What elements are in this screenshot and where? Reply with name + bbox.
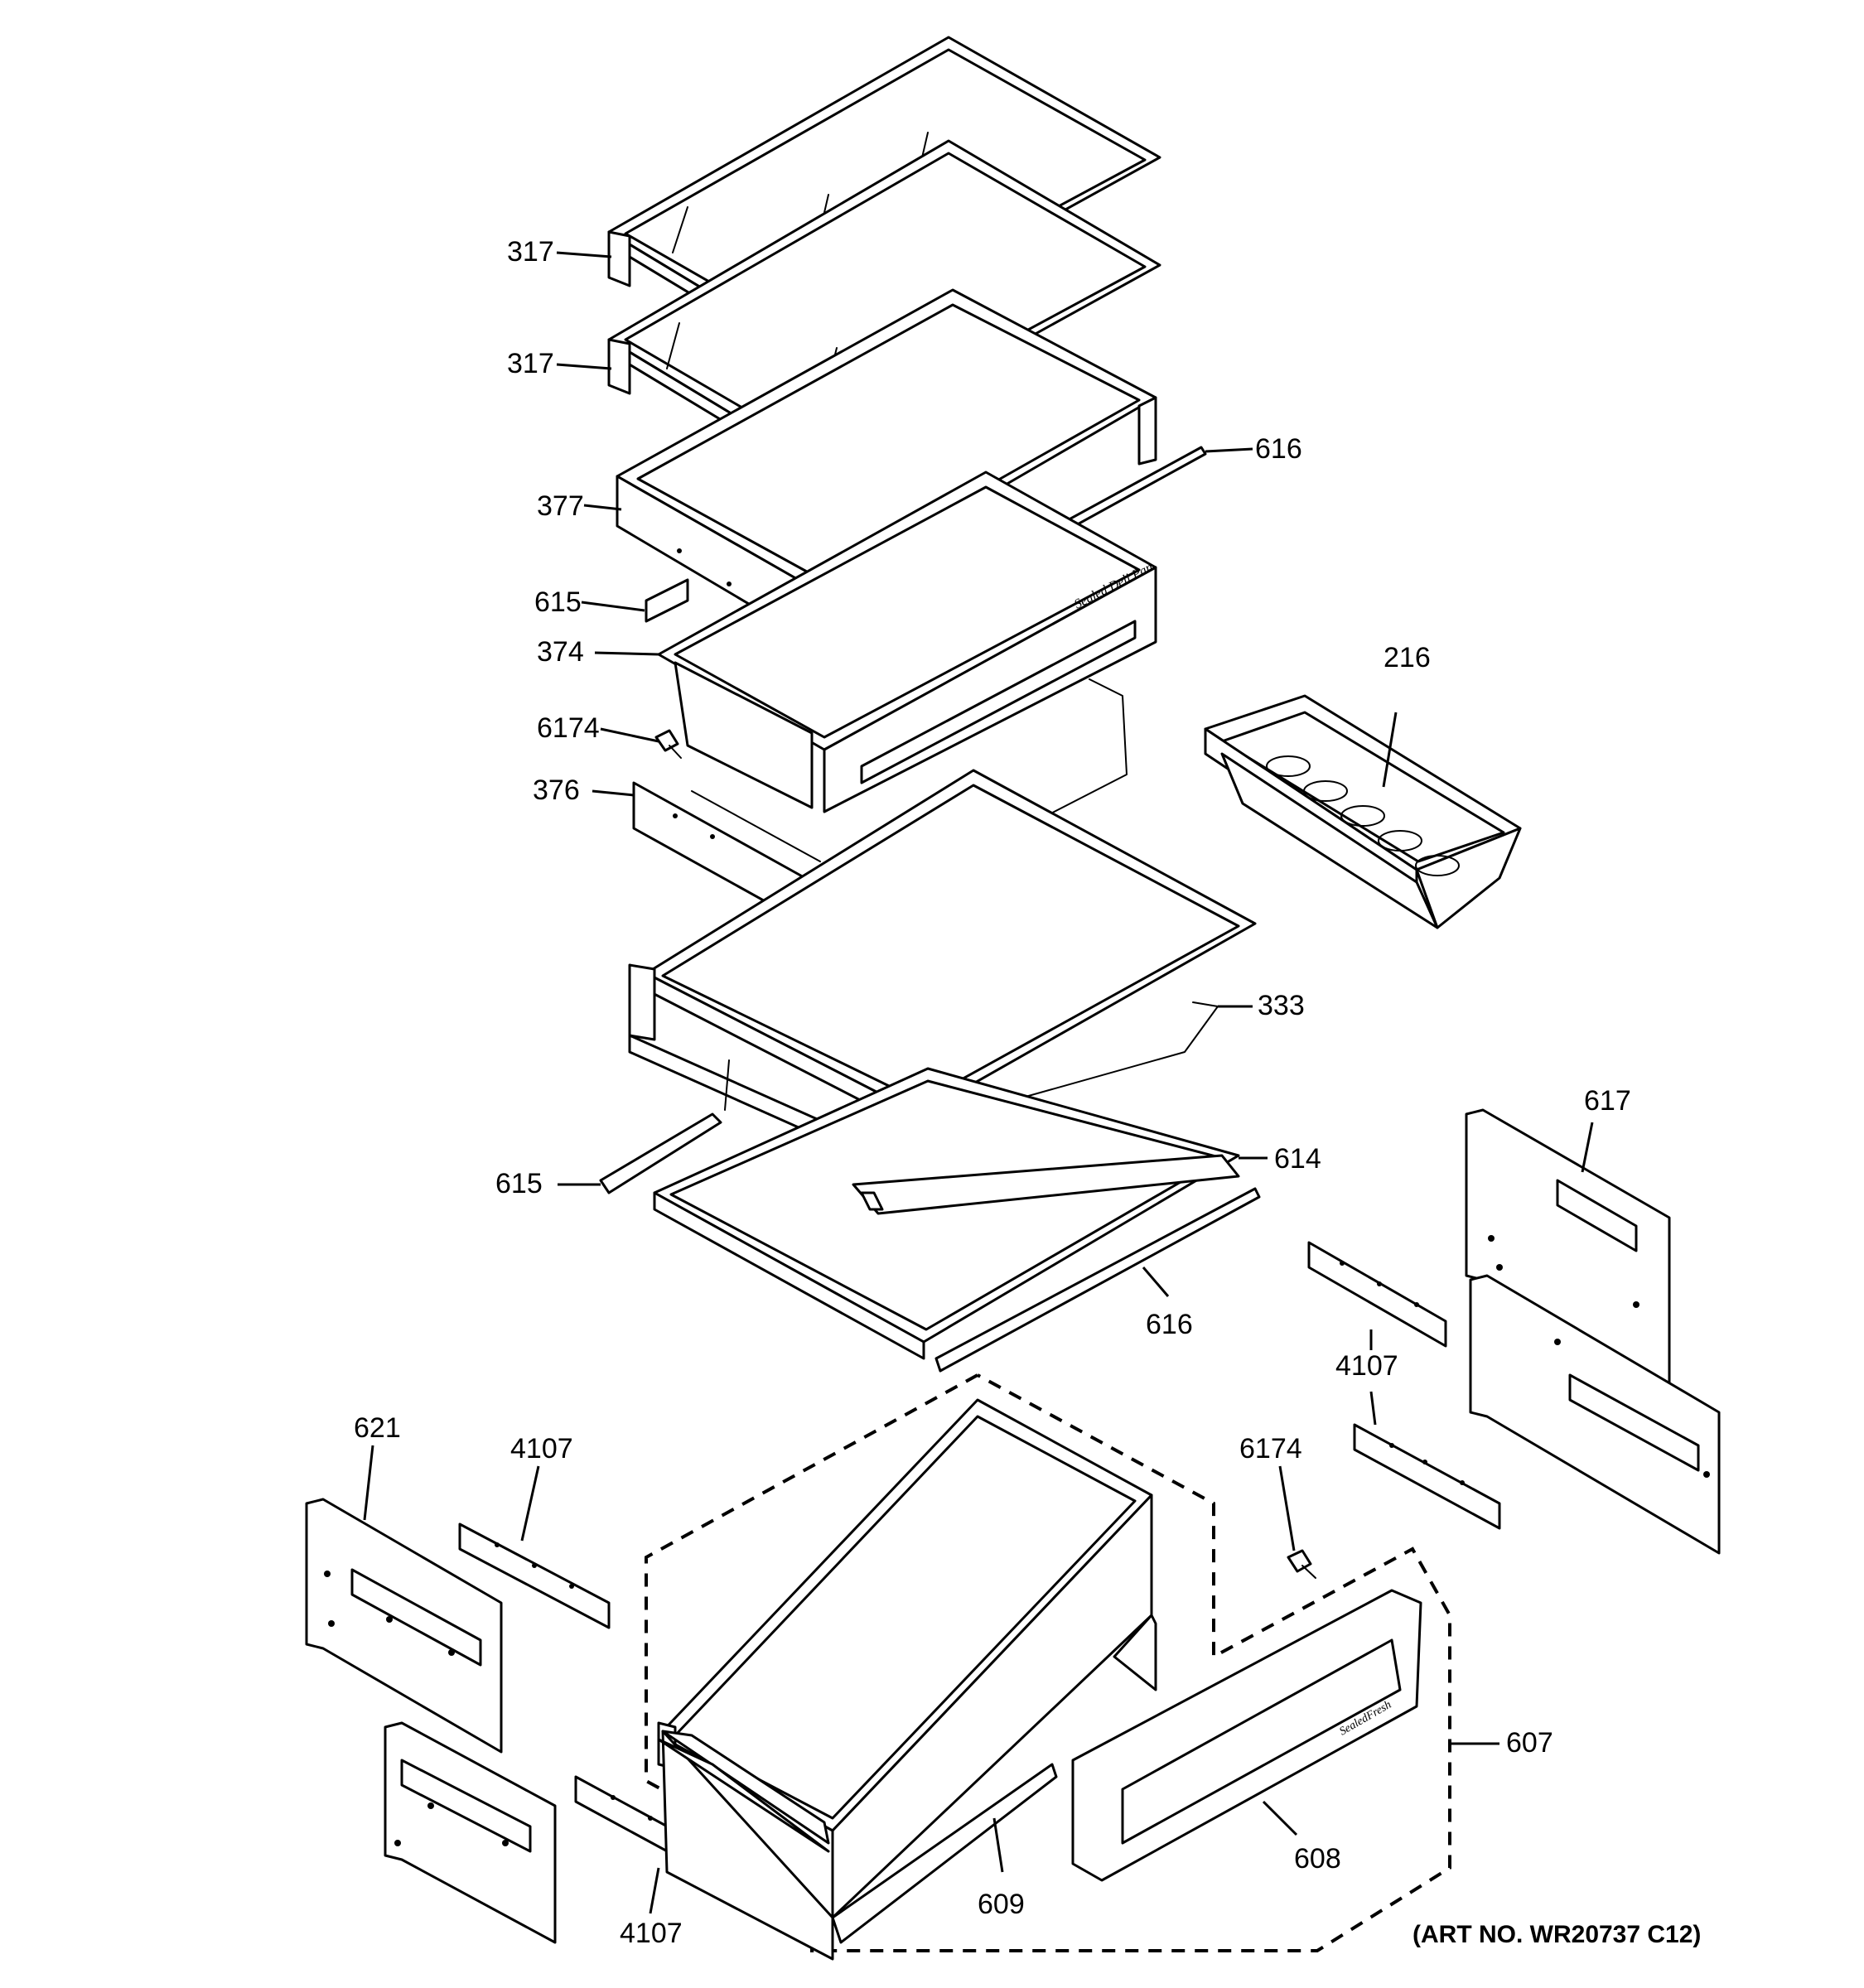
callout-374: 374 [537,636,584,668]
callout-377: 377 [537,490,584,522]
callout-376: 376 [533,774,580,806]
rail-616-lower [934,1187,1261,1373]
callout-labels: 317 317 377 615 374 6174 376 616 216 333… [354,236,1701,1949]
glass-shelf-614 [653,1067,1240,1360]
callout-617: 617 [1584,1085,1631,1117]
callout-608: 608 [1294,1843,1341,1875]
callout-6174-upper: 6174 [537,712,600,744]
callout-4107-bottom: 4107 [620,1918,683,1949]
callout-621: 621 [354,1412,401,1444]
screw-6174-upper [654,729,682,759]
callout-4107-left: 4107 [510,1433,573,1464]
screw-6174-lower [1287,1549,1316,1579]
callout-616-upper: 616 [1255,433,1302,465]
pan-609 [657,1398,1157,1961]
art-number: (ART NO. WR20737 C12) [1412,1921,1701,1948]
callout-216: 216 [1384,642,1431,673]
callout-317-top: 317 [507,236,554,268]
egg-bin-216 [1204,694,1522,929]
callout-607: 607 [1506,1727,1553,1759]
end-cap-panel-617 [1465,1108,1721,1555]
rail-615-lower [599,1112,722,1194]
glass-shelf-333 [628,769,1257,1157]
callout-616-lower: 616 [1146,1309,1193,1340]
slide-rail-4107-right-lower [1353,1423,1501,1530]
end-cap-panel-621 [305,1498,557,1944]
callout-609: 609 [978,1889,1025,1920]
slide-rail-4107-right-upper [1307,1241,1447,1348]
slide-rail-4107-left-upper [458,1522,611,1629]
callout-6174-lower: 6174 [1239,1433,1302,1464]
drawer-front-608: SealedFresh [1071,1589,1422,1882]
drawer-assembly-607-outline [645,1373,1451,1952]
callout-614: 614 [1274,1143,1321,1175]
callout-4107-right: 4107 [1335,1350,1398,1382]
leader-lines [363,251,1594,1914]
callout-615-upper: 615 [534,586,582,618]
callout-615-lower: 615 [495,1168,543,1199]
snack-pan-374: Sealed Deli Pan [657,470,1157,813]
callout-317-second: 317 [507,348,554,379]
callout-333: 333 [1258,990,1305,1021]
rail-615-upper [645,578,689,623]
